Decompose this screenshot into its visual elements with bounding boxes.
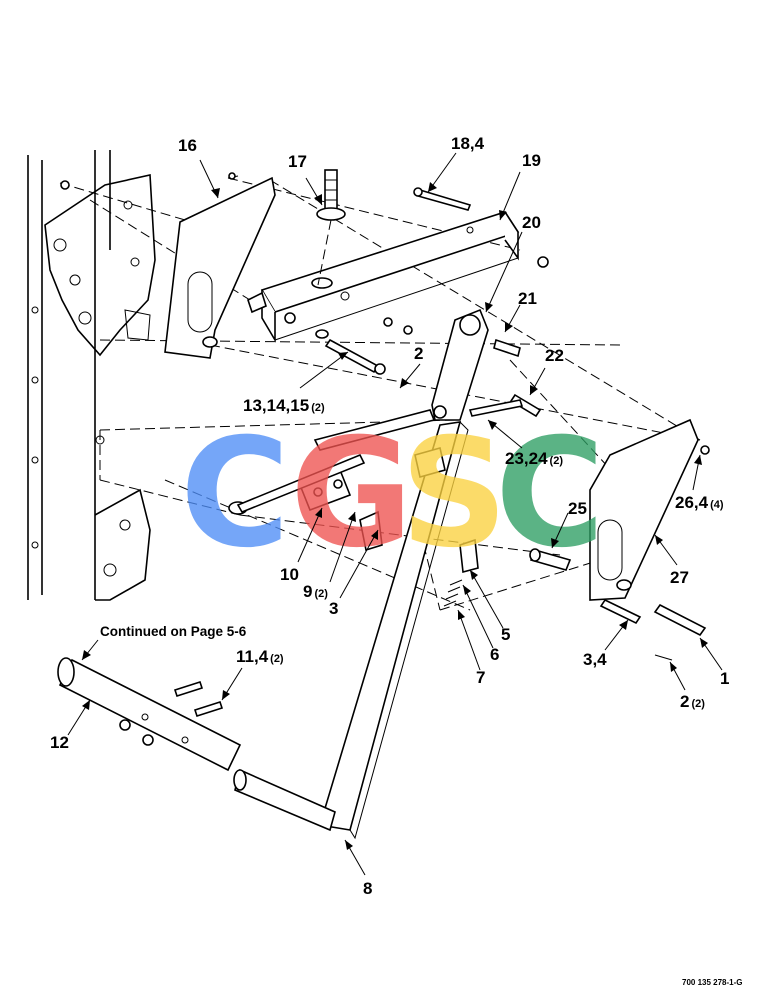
bolts [60, 180, 549, 375]
watermark-letter-4: C [495, 407, 605, 581]
callout-12: 12 [50, 733, 69, 752]
figure-reference: 700 135 278-1-G [682, 978, 743, 987]
callout-16: 16 [178, 136, 197, 155]
callout-3-middle: 3 [329, 599, 338, 618]
callout-20: 20 [522, 213, 541, 232]
callout-7: 7 [476, 668, 485, 687]
callout-25: 25 [568, 499, 587, 518]
callout-10: 10 [280, 565, 299, 584]
callout-1: 1 [720, 669, 729, 688]
watermark-letter-3: S [400, 407, 508, 581]
watermark: C G S C [180, 407, 605, 581]
watermark-letter-1: C [180, 407, 290, 581]
callout-26-4: 26,4(4) [675, 493, 724, 512]
cross-tube [247, 211, 520, 343]
callout-19: 19 [522, 151, 541, 170]
bolt-17 [316, 169, 346, 286]
callout-9: 9(2) [303, 582, 328, 601]
callout-22: 22 [545, 346, 564, 365]
latch-parts [228, 409, 479, 607]
continued-note: Continued on Page 5-6 [100, 624, 247, 639]
right-support-plate [529, 418, 710, 661]
callout-3-4: 3,4 [583, 650, 607, 669]
callout-5: 5 [501, 625, 510, 644]
callout-18-4: 18,4 [451, 134, 485, 153]
callout-2-upper: 2 [414, 344, 423, 363]
shaft-12 [57, 657, 242, 772]
leader-lines [67, 152, 723, 876]
callout-11-4: 11,4(2) [236, 647, 284, 666]
lever-assembly [233, 308, 542, 840]
callout-23-24: 23,24(2) [505, 449, 563, 468]
callout-8: 8 [363, 879, 372, 898]
callout-13-14-15: 13,14,15(2) [243, 396, 325, 415]
callout-21: 21 [518, 289, 537, 308]
callout-2-lower: 2(2) [680, 692, 705, 711]
callout-6: 6 [490, 645, 499, 664]
watermark-letter-2: G [290, 407, 413, 581]
left-support-plate [164, 172, 276, 359]
callout-17: 17 [288, 152, 307, 171]
side-frame [27, 150, 156, 601]
callout-27: 27 [670, 568, 689, 587]
callouts: 16 17 18,4 19 20 21 22 2 13,14,15(2) 23,… [50, 134, 743, 987]
